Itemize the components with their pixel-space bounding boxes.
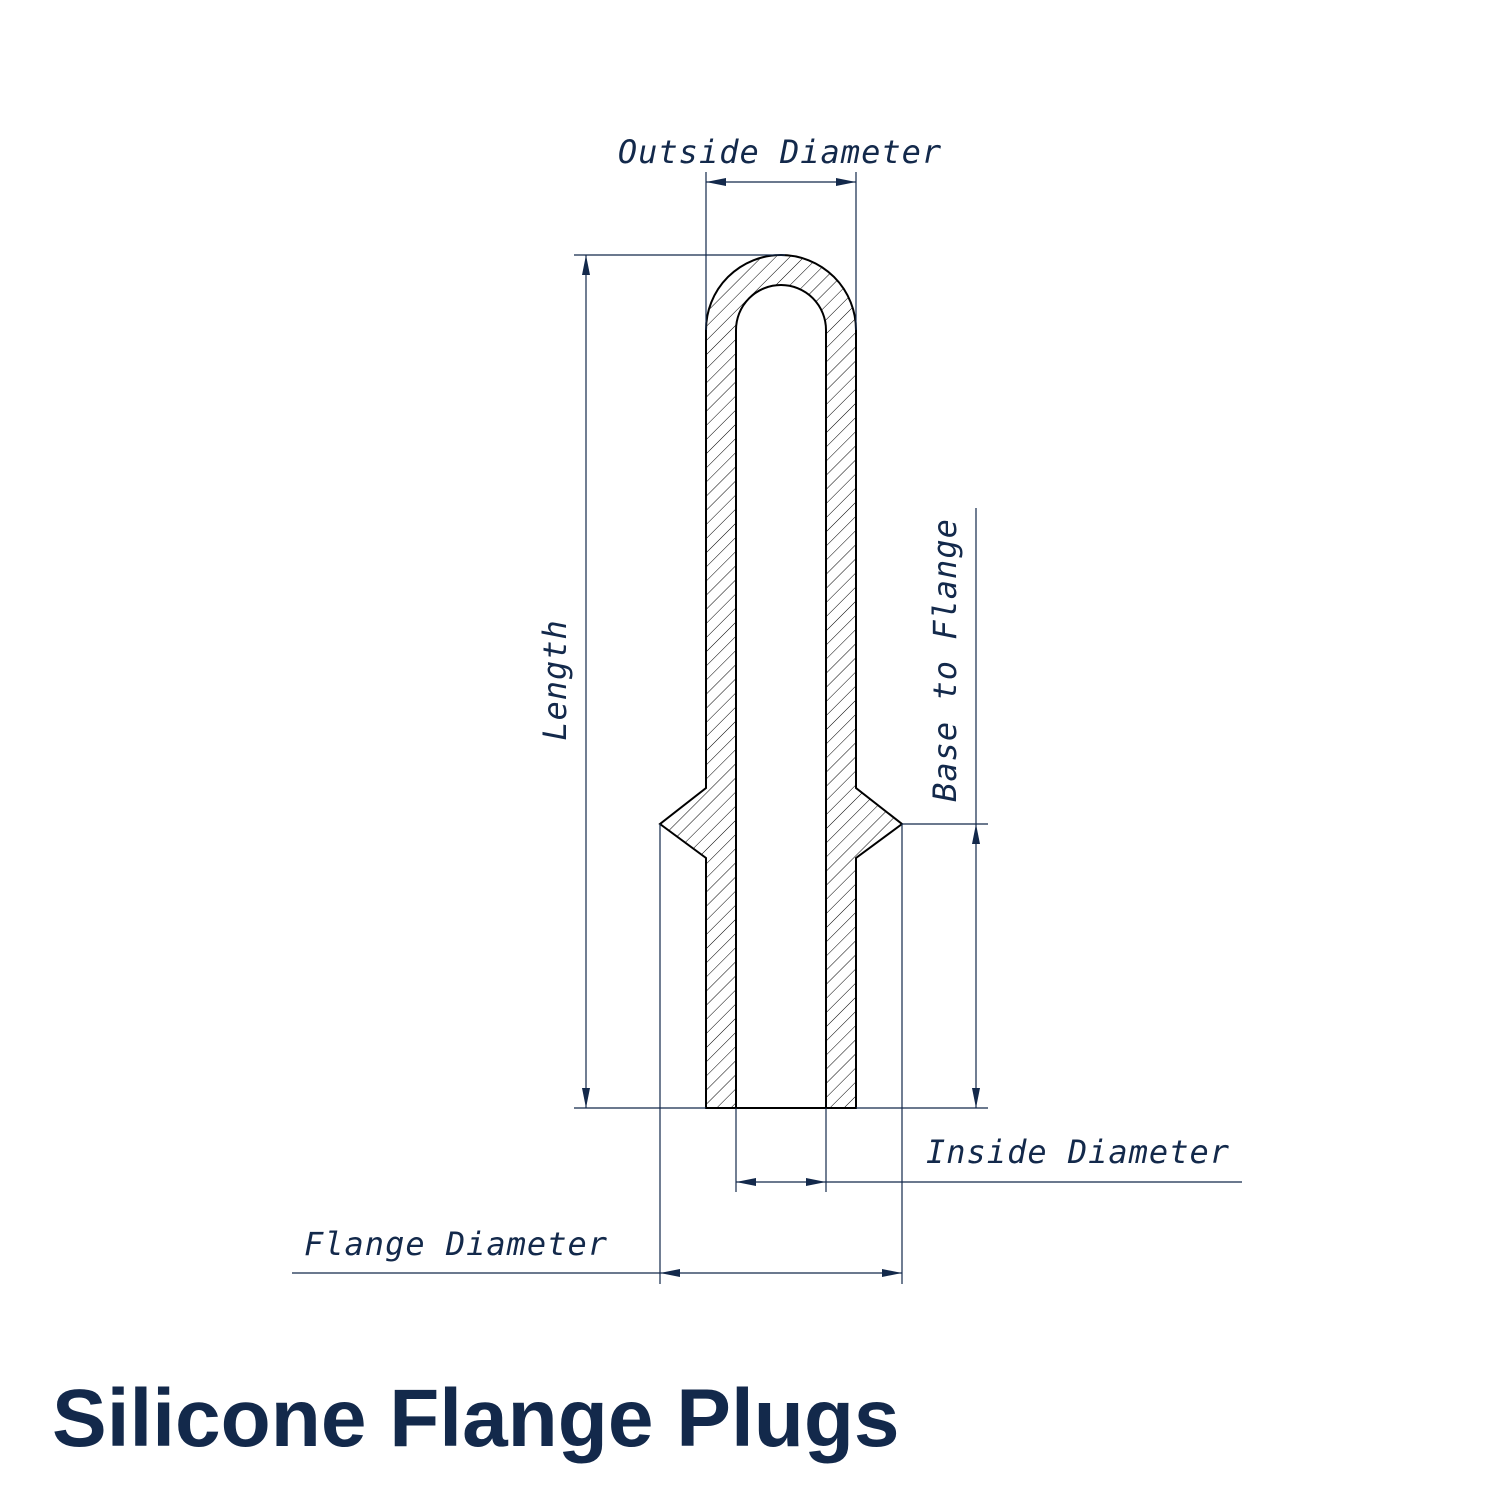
base-to-flange-dimension [856, 508, 988, 1109]
outside-diameter-label: Outside Diameter [618, 133, 942, 171]
length-label: Length [536, 619, 574, 741]
inside-diameter-dimension [735, 1108, 1242, 1192]
flange-diameter-label: Flange Diameter [304, 1225, 608, 1263]
base-to-flange-label: Base to Flange [926, 518, 964, 802]
page-title: Silicone Flange Plugs [52, 1373, 900, 1464]
length-dimension [574, 254, 785, 1109]
inside-diameter-label: Inside Diameter [926, 1133, 1230, 1171]
flange-diameter-dimension [292, 824, 903, 1284]
plug-cross-section [658, 254, 904, 1109]
outside-diameter-dimension [705, 172, 857, 330]
